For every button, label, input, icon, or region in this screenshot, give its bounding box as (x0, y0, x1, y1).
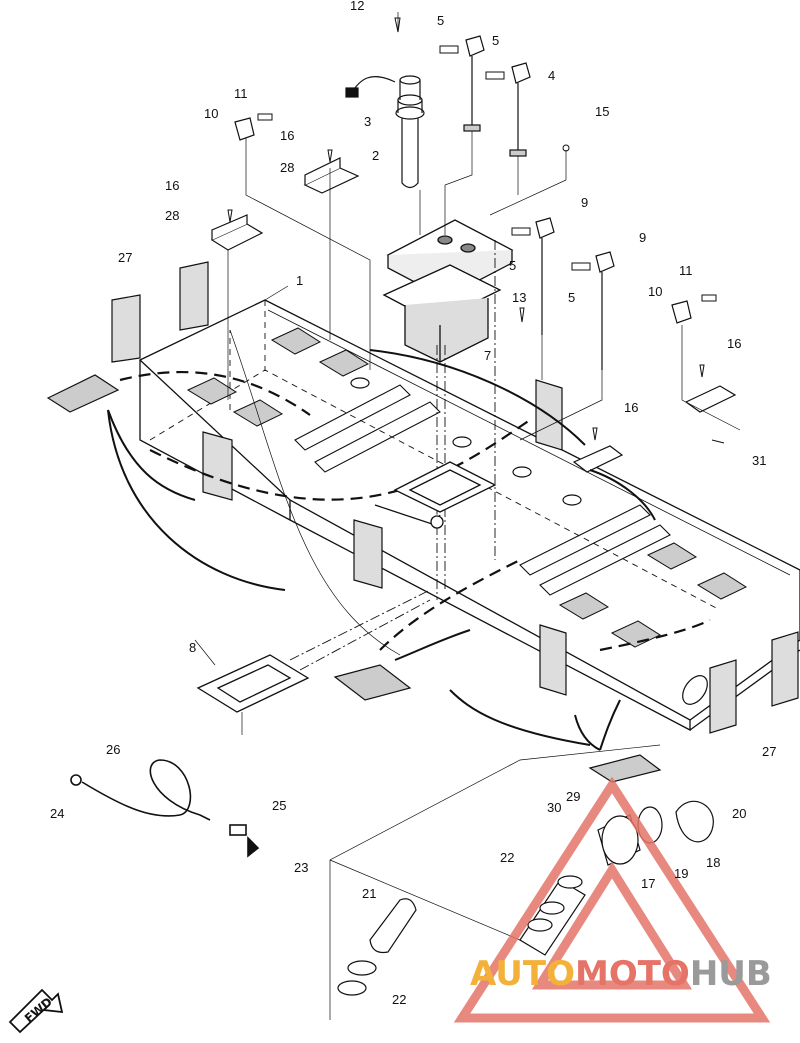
callout-13: 13 (512, 290, 526, 305)
callout-26: 26 (106, 742, 120, 757)
outlet-flange (374, 461, 497, 529)
callout-11: 11 (234, 86, 248, 101)
hose-and-clamps (337, 875, 586, 996)
callout-10: 10 (648, 284, 662, 299)
callout-2: 2 (372, 148, 379, 163)
forward-arrow: FWD (8, 988, 64, 1034)
callout-16: 16 (165, 178, 179, 193)
callout-5: 5 (568, 290, 575, 305)
leader-lines (194, 12, 741, 1020)
callout-1: 1 (296, 273, 303, 288)
callout-16: 16 (624, 400, 638, 415)
callout-10: 10 (204, 106, 218, 121)
vent-hose (70, 759, 260, 858)
watermark-auto: AUTO (470, 954, 575, 994)
bolts (227, 17, 725, 444)
callout-25: 25 (272, 798, 286, 813)
callout-31: 31 (752, 453, 766, 468)
callout-8: 8 (189, 640, 196, 655)
callout-22: 22 (500, 850, 514, 865)
callout-4: 4 (548, 68, 555, 83)
callout-11: 11 (679, 263, 693, 278)
flat-pads (46, 374, 662, 783)
sender-tube (345, 75, 425, 189)
callout-22: 22 (392, 992, 406, 1007)
callout-17: 17 (641, 876, 655, 891)
callout-23: 23 (294, 860, 308, 875)
callout-28: 28 (280, 160, 294, 175)
elbow-fittings (234, 35, 692, 370)
callout-12: 12 (350, 0, 364, 13)
callout-16: 16 (280, 128, 294, 143)
tank-inner-dashes (149, 300, 721, 611)
callout-16: 16 (727, 336, 741, 351)
watermark-moto: MOTO (575, 954, 690, 994)
callout-30: 30 (547, 800, 561, 815)
sender-flange-assembly (382, 219, 514, 363)
flow-arrows (107, 349, 656, 751)
watermark-logo: AUTOMOTOHUB (453, 776, 772, 1023)
callout-18: 18 (706, 855, 720, 870)
callout-9: 9 (639, 230, 646, 245)
filler-neck (597, 675, 714, 866)
svg-text:AUTOMOTOHUB: AUTOMOTOHUB (470, 954, 772, 994)
callout-20: 20 (732, 806, 746, 821)
callout-27: 27 (118, 250, 132, 265)
callout-5: 5 (492, 33, 499, 48)
callout-5: 5 (509, 258, 516, 273)
gasket (196, 654, 310, 713)
callout-7: 7 (484, 348, 491, 363)
callout-5: 5 (437, 13, 444, 28)
callout-27: 27 (762, 744, 776, 759)
callout-labels: 12 5 5 4 11 10 3 2 15 16 28 16 28 9 9 27 1 13 5 5 11 10 16 7 16 3… (50, 0, 776, 1007)
port-rings (350, 377, 582, 506)
callout-29: 29 (566, 789, 580, 804)
callout-28: 28 (165, 208, 179, 223)
callout-24: 24 (50, 806, 64, 821)
side-rubber-pads (111, 261, 799, 734)
mount-brackets (210, 157, 737, 473)
callout-3: 3 (364, 114, 371, 129)
callout-19: 19 (674, 866, 688, 881)
callout-9: 9 (581, 195, 588, 210)
watermark-hub: HUB (690, 954, 772, 994)
callout-21: 21 (362, 886, 376, 901)
tank-top-pads (186, 327, 748, 648)
callout-15: 15 (595, 104, 609, 119)
tank-troughs (294, 384, 671, 596)
